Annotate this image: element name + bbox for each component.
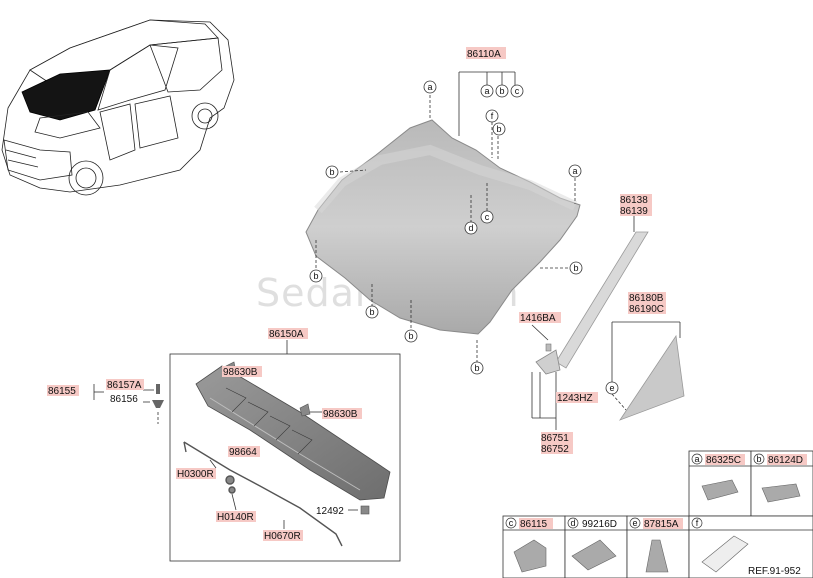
svg-text:a: a: [694, 454, 699, 464]
svg-text:a: a: [484, 86, 489, 96]
svg-text:b: b: [329, 167, 334, 177]
label-hose-1: H0300R: [177, 469, 214, 480]
svg-text:a: a: [427, 82, 432, 92]
label-lower-molding-2: 86752: [541, 444, 569, 455]
svg-text:b: b: [313, 271, 318, 281]
callouts: [309, 80, 619, 395]
label-bolt-a: 86157A: [107, 380, 142, 391]
legend-part-sketches: [513, 479, 801, 573]
svg-text:b: b: [408, 331, 413, 341]
svg-text:b: b: [756, 454, 761, 464]
svg-text:d: d: [468, 223, 473, 233]
legend-c-part: 86115: [520, 519, 548, 530]
svg-text:e: e: [632, 518, 637, 528]
svg-text:e: e: [609, 383, 614, 393]
svg-text:b: b: [369, 307, 374, 317]
svg-text:b: b: [474, 363, 479, 373]
svg-text:d: d: [570, 518, 575, 528]
label-windshield-glass: 86110A: [467, 49, 501, 60]
lower-molding-piece: [535, 343, 561, 375]
bolt-washer: [93, 384, 164, 424]
svg-text:c: c: [515, 86, 520, 96]
svg-text:f: f: [491, 111, 494, 121]
label-hose-2: H0140R: [217, 512, 254, 523]
callout-letters: a b c a f b b a c d b b b b b e: [313, 82, 614, 393]
cowl-group-frame: [169, 353, 401, 562]
label-side-molding-1: 86138: [620, 195, 648, 206]
label-delta-glass-2: 86190C: [629, 304, 664, 315]
legend-letters: a b c d e f: [505, 453, 765, 529]
label-grommet-2: 98630B: [323, 409, 358, 420]
vehicle-illustration: [1, 19, 235, 196]
label-washer: 86156: [110, 394, 138, 405]
windshield-glass: [305, 119, 581, 335]
screw: [348, 505, 370, 515]
label-front-tape: 1416BA: [520, 313, 556, 324]
label-cowl-assy: 86155: [48, 386, 76, 397]
cowl-top-cover: [195, 365, 391, 501]
svg-text:b: b: [496, 124, 501, 134]
svg-text:f: f: [696, 518, 699, 528]
svg-text:c: c: [485, 212, 490, 222]
label-cowl-panel: 86150A: [269, 329, 304, 340]
label-nozzle: 98664: [229, 447, 257, 458]
label-screw: 12492: [316, 506, 344, 517]
svg-text:c: c: [509, 518, 514, 528]
delta-glass: [618, 334, 685, 421]
label-side-molding-2: 86139: [620, 206, 648, 217]
label-clip-hz: 1243HZ: [557, 393, 593, 404]
windshield-leaders: [315, 71, 576, 362]
washer-hoses: [183, 441, 343, 547]
legend-ref: REF.91-952: [748, 566, 801, 577]
side-molding: [555, 216, 649, 369]
label-grommet-1: 98630B: [223, 367, 258, 378]
label-lower-molding-1: 86751: [541, 433, 569, 444]
legend-d-part: 99216D: [582, 519, 617, 530]
legend-b-part: 86124D: [768, 455, 803, 466]
label-hose-3: H0670R: [264, 531, 301, 542]
svg-text:b: b: [573, 263, 578, 273]
label-delta-glass-1: 86180B: [629, 293, 664, 304]
legend-a-part: 86325C: [706, 455, 741, 466]
legend-e-part: 87815A: [644, 519, 679, 530]
svg-text:a: a: [572, 166, 577, 176]
svg-text:b: b: [499, 86, 504, 96]
